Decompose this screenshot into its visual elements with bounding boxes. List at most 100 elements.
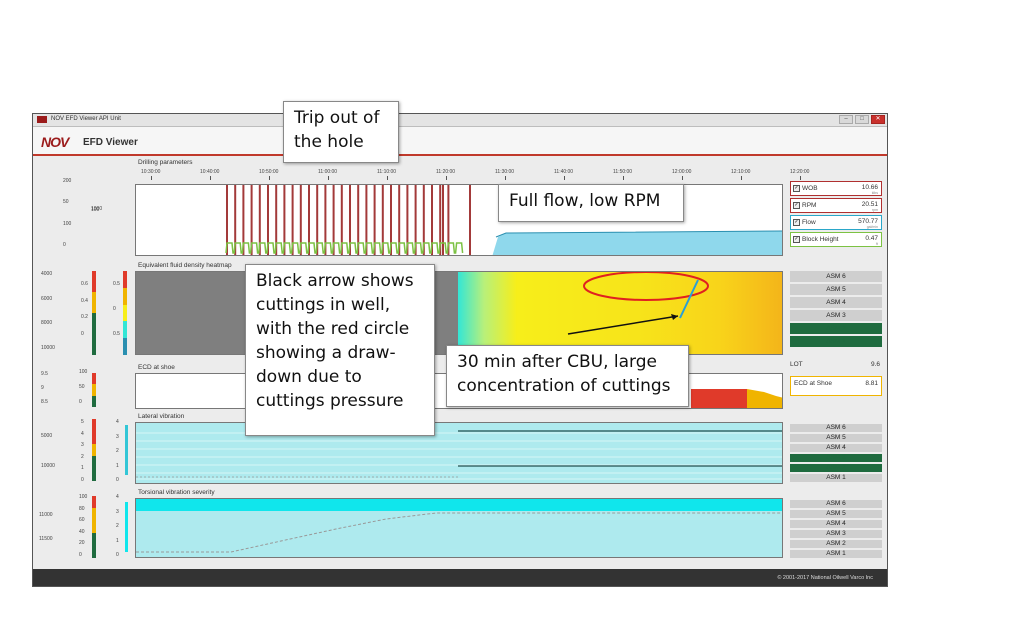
asm-item[interactable]: ASM 3 xyxy=(790,310,882,321)
heatmap-scale-label: 0.4 xyxy=(81,297,88,304)
lateral-scale-label: 1 xyxy=(81,465,84,472)
asm-item[interactable]: ASM 1 xyxy=(790,474,882,482)
minimize-button[interactable]: – xyxy=(839,115,853,124)
drilling-axis-label: 50 xyxy=(63,199,69,206)
heatmap-density-region xyxy=(458,272,782,354)
torsional-scale-label: 100 xyxy=(79,494,88,500)
ecd-axis-label: 9.5 xyxy=(41,371,48,377)
torsional-scale-label: 20 xyxy=(79,540,85,547)
wob-spike xyxy=(422,185,425,255)
wob-spike xyxy=(365,185,368,255)
gauge-segment xyxy=(92,520,96,534)
gauge-segment xyxy=(92,533,96,546)
checkbox-icon[interactable]: ✓ xyxy=(793,219,800,226)
asm-torsional-list: ASM 6 ASM 5 ASM 4 ASM 3 ASM 2 ASM 1 xyxy=(790,500,883,560)
asm-item[interactable]: ASM 1 xyxy=(790,550,882,558)
ecd-shoe-label: ECD at Shoe xyxy=(794,380,832,387)
drilling-panel-title: Drilling parameters xyxy=(138,159,193,166)
torsional-chart xyxy=(136,499,782,557)
wob-spike xyxy=(469,185,471,255)
nov-logo: NOV xyxy=(41,134,69,150)
lateral-scale-label: 0 xyxy=(81,477,84,483)
window-title: NOV EFD Viewer API Unit xyxy=(51,116,121,122)
lateral-scale-label: 0 xyxy=(116,477,119,483)
asm-item[interactable]: ASM 6 xyxy=(790,500,882,508)
param-value: 0.47 xyxy=(865,235,878,242)
torsion-trend-line xyxy=(136,512,782,553)
asm-item[interactable]: ASM 3 xyxy=(790,530,882,538)
drilling-axis-label: 200 xyxy=(63,178,72,184)
checkbox-icon[interactable]: ✓ xyxy=(793,236,800,243)
time-tick-label: 11:30:00 xyxy=(495,169,515,175)
time-tick-mark xyxy=(564,176,565,180)
gauge-segment xyxy=(123,304,127,322)
asm-heatmap-list: ASM 6 ASM 5 ASM 4 ASM 3 ASM 2 ASM 1 xyxy=(790,271,883,351)
wob-spike xyxy=(324,185,327,255)
checkbox-icon[interactable]: ✓ xyxy=(793,202,800,209)
window-titlebar: NOV EFD Viewer API Unit – □ ✕ xyxy=(33,114,887,127)
wob-spike xyxy=(242,185,245,255)
callout-cbu: 30 min after CBU, large concentration of… xyxy=(446,345,689,407)
asm-item[interactable]: ASM 3 xyxy=(790,454,882,462)
callout-full-flow: Full flow, low RPM xyxy=(498,184,684,222)
param-unit: ft xyxy=(876,242,878,246)
gauge-segment xyxy=(92,334,96,355)
wob-spike xyxy=(381,185,384,255)
asm-item[interactable]: ASM 2 xyxy=(790,540,882,548)
heatmap-scale-label: 0 xyxy=(113,306,116,312)
time-tick-mark xyxy=(446,176,447,180)
torsional-scale-label: 40 xyxy=(79,528,85,535)
wob-spike xyxy=(357,185,360,255)
lateral-depth-label: 10000 xyxy=(41,463,55,469)
cuttings-arrow xyxy=(567,315,679,335)
time-tick-mark xyxy=(151,176,152,180)
asm-item[interactable]: ASM 5 xyxy=(790,434,882,442)
heatmap-chart xyxy=(136,272,782,354)
asm-item[interactable]: ASM 1 xyxy=(790,336,882,347)
gauge-segment xyxy=(92,456,96,469)
depth-axis-label: 4000 xyxy=(41,271,53,277)
torsional-scale-label: 4 xyxy=(116,494,119,500)
asm-item[interactable]: ASM 6 xyxy=(790,271,882,282)
time-tick-label: 10:50:00 xyxy=(259,169,279,175)
asm-item[interactable]: ASM 4 xyxy=(790,297,882,308)
time-tick-mark xyxy=(269,176,270,180)
asm-item[interactable]: ASM 6 xyxy=(790,424,882,432)
maximize-button[interactable]: □ xyxy=(855,115,869,124)
wob-spike xyxy=(250,185,253,255)
checkbox-icon[interactable]: ✓ xyxy=(793,185,800,192)
close-button[interactable]: ✕ xyxy=(871,115,885,124)
asm-item[interactable]: ASM 2 xyxy=(790,323,882,334)
window-controls: – □ ✕ xyxy=(839,115,885,124)
asm-item[interactable]: ASM 4 xyxy=(790,520,882,528)
wob-spike xyxy=(442,185,444,255)
asm-item[interactable]: ASM 5 xyxy=(790,284,882,295)
time-tick-mark xyxy=(682,176,683,180)
ecd-scale-label: 100 xyxy=(79,369,88,375)
torsional-scale-label: 2 xyxy=(116,523,119,529)
gauge-segment xyxy=(92,508,96,521)
gauge-segment xyxy=(92,292,96,313)
gauge-segment xyxy=(92,545,96,558)
asm-item[interactable]: ASM 5 xyxy=(790,510,882,518)
flow-area xyxy=(492,231,782,255)
asm-item[interactable]: ASM 4 xyxy=(790,444,882,452)
ecd-axis-label: 8.5 xyxy=(41,399,48,405)
drilling-axis-label: 0 xyxy=(63,242,66,248)
time-tick-label: 11:00:00 xyxy=(318,169,338,175)
wob-spike xyxy=(275,185,278,255)
wob-spike xyxy=(226,185,228,255)
lateral-scale-label: 5 xyxy=(81,419,84,425)
time-tick-label: 12:00:00 xyxy=(672,169,692,175)
lateral-scale-label: 3 xyxy=(116,433,119,440)
wob-spike xyxy=(447,185,450,255)
wob-spike xyxy=(267,185,269,255)
asm-item[interactable]: ASM 2 xyxy=(790,464,882,472)
lot-label: LOT xyxy=(790,361,803,368)
